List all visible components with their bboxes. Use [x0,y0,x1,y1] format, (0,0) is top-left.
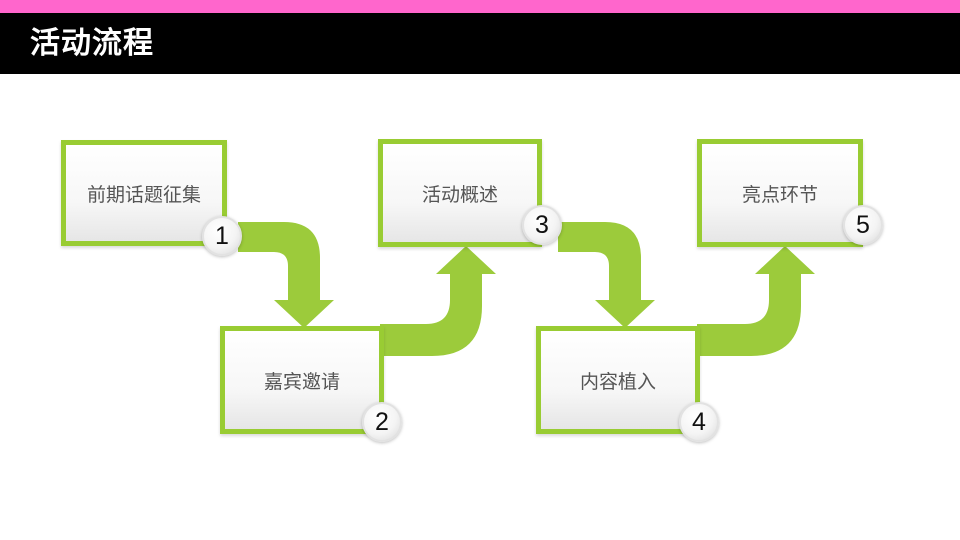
step-label-4: 内容植入 [579,370,656,393]
accent-bar [0,0,960,13]
step-box-4: 内容植入 [536,326,700,434]
arrow-up-4 [697,246,815,356]
step-label-1: 前期话题征集 [86,183,201,206]
step-box-5: 亮点环节 [697,139,863,247]
step-label-3: 活动概述 [421,183,498,206]
arrow-up-2 [380,246,496,356]
step-badge-1: 1 [202,216,242,256]
step-badge-3: 3 [522,205,562,245]
step-badge-5: 5 [843,205,883,245]
step-label-5: 亮点环节 [741,183,818,206]
arrow-down-3 [558,222,655,328]
step-label-2: 嘉宾邀请 [263,370,340,393]
page-title: 活动流程 [30,26,154,61]
step-box-1: 前期话题征集 [61,140,227,246]
step-badge-2: 2 [362,402,402,442]
title-bar: 活动流程 [0,13,960,74]
step-badge-4: 4 [679,402,719,442]
step-box-3: 活动概述 [378,139,542,247]
step-box-2: 嘉宾邀请 [220,326,384,434]
arrow-down-1 [238,222,334,328]
